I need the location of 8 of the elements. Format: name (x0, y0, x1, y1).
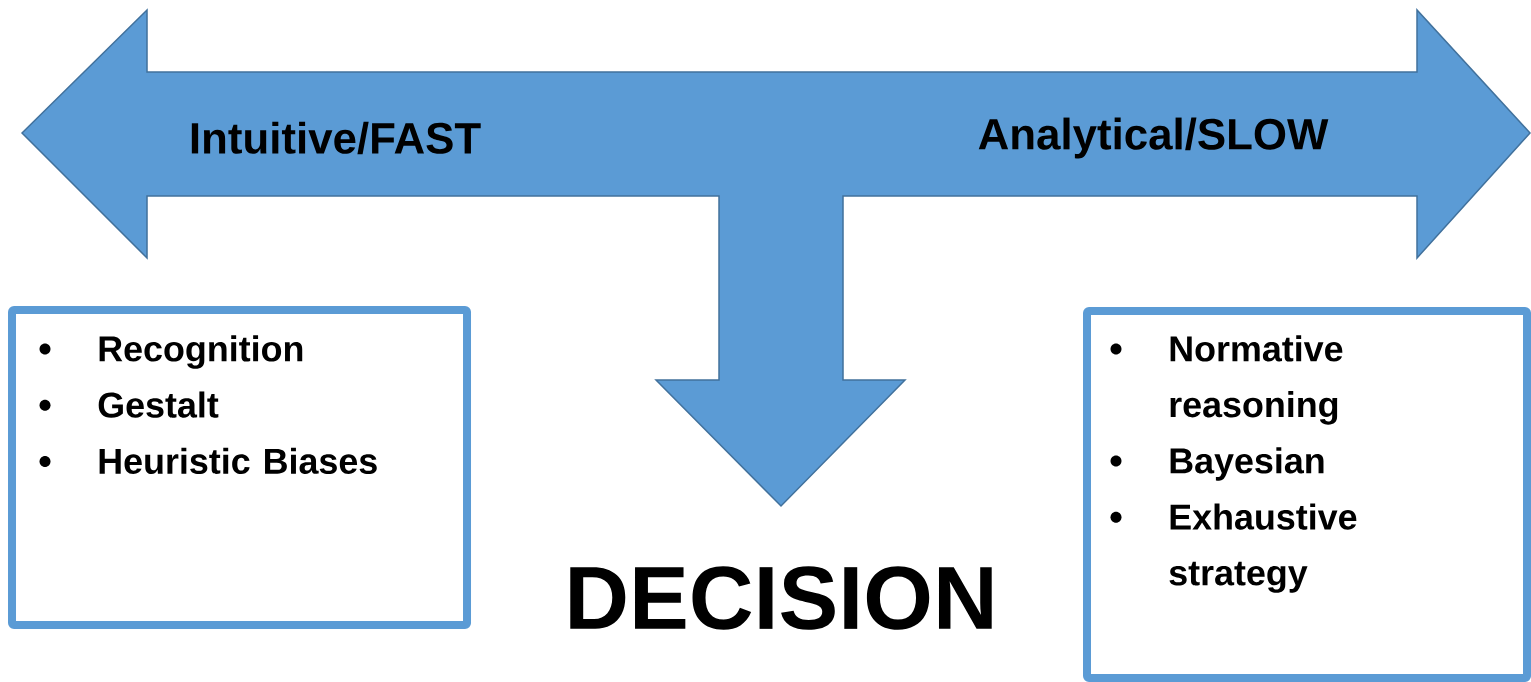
list-box (8, 306, 471, 629)
list-item: Normative reasoning (1170, 335, 1343, 425)
list-item: Gestalt (98, 391, 219, 418)
list-item: Recognition (99, 335, 303, 369)
list-item: Heuristic Biases (99, 447, 377, 474)
list-item: Bayesian (1170, 447, 1324, 481)
list-box (1083, 307, 1531, 682)
decision-label: DECISION (570, 566, 992, 630)
